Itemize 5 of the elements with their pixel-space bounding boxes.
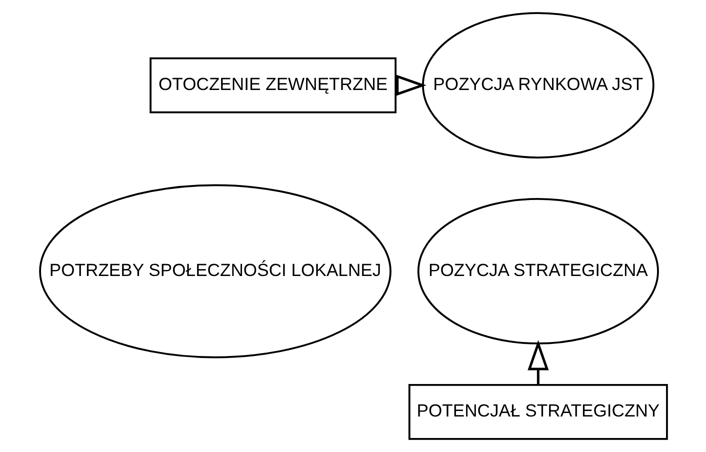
node-ellipse: POZYCJA RYNKOWA JST [422, 12, 654, 158]
arrow [527, 340, 548, 385]
node-ellipse: POZYCJA STRATEGICZNA [416, 198, 658, 344]
node-box: POTENCJAŁ STRATEGICZNY [408, 384, 668, 440]
node-ellipse: POTRZEBY SPOŁECZNOŚCI LOKALNEJ [38, 184, 391, 358]
